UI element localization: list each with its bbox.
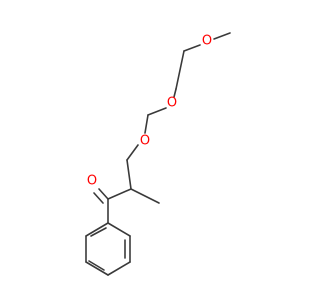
bond-ch2-ch2 (175, 50, 185, 90)
atom-o-ether-upper: O (167, 96, 177, 111)
bond-ch2-o (173, 88, 177, 98)
bond-o-ch2 (183, 44, 201, 52)
structure-diagram: O O O O (85, 32, 231, 276)
ring-bond-3 (107, 261, 131, 276)
bond-o-ch2-acetal (147, 107, 167, 116)
bond-carbonyl-o-a (98, 188, 109, 200)
ring-bond-6 (85, 222, 109, 237)
bond-acetal-o (144, 114, 149, 134)
bond-o-ch2-chain (126, 144, 139, 161)
bond-ch-methyl (130, 188, 160, 204)
ring-inner-3 (90, 227, 107, 237)
ring-inner-2 (88, 260, 105, 271)
atom-o-methoxy: O (202, 34, 212, 49)
ring-bond-4 (85, 261, 109, 276)
atom-o-ether-lower: O (140, 134, 150, 149)
bond-methyl-o (213, 32, 231, 40)
ring-bond-1 (107, 222, 131, 237)
atom-o-carbonyl: O (87, 174, 97, 189)
bond-carbonyl-o-b (93, 192, 104, 204)
bond-group (85, 32, 231, 276)
atom-labels: O O O O (87, 34, 212, 189)
bond-ch2-ch (126, 159, 132, 190)
bond-ch-carbonyl (107, 188, 132, 200)
